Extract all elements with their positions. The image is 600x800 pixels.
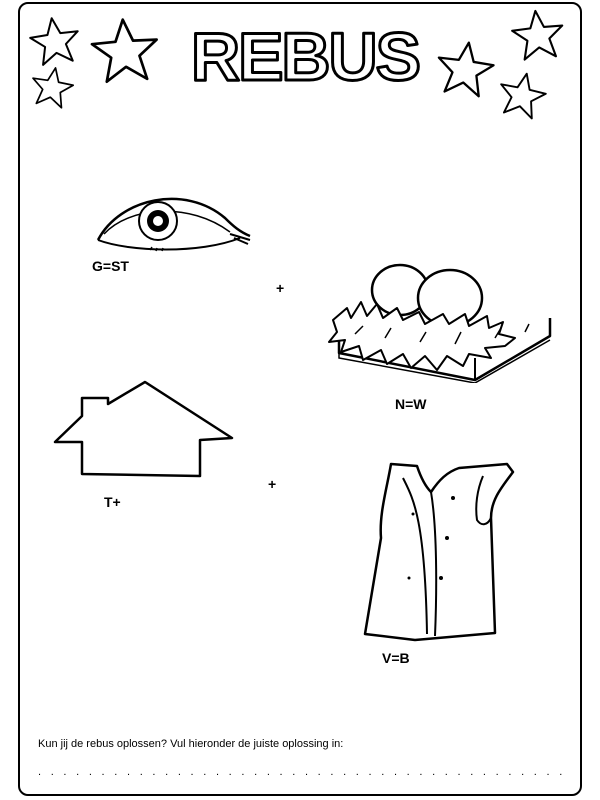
house-icon	[53, 380, 234, 478]
star-icon	[433, 37, 498, 99]
eye-icon	[96, 197, 251, 252]
instruction-text: Kun jij de rebus oplossen? Vul hieronder…	[38, 738, 344, 750]
star-icon	[27, 63, 77, 110]
star-icon	[26, 13, 83, 68]
vest-icon	[363, 462, 515, 642]
plus-sign: +	[276, 280, 285, 296]
title-text: REBUS	[191, 19, 419, 94]
star-icon	[509, 7, 567, 62]
house-label: T+	[104, 494, 121, 510]
answer-line[interactable]: . . . . . . . . . . . . . . . . . . . . …	[38, 766, 566, 778]
page-border	[18, 2, 582, 796]
page-title: REBUS	[189, 18, 422, 95]
nest-label: N=W	[395, 396, 427, 412]
plus-sign: +	[268, 476, 277, 492]
star-icon	[89, 16, 161, 84]
star-icon	[494, 68, 550, 122]
vest-label: V=B	[382, 650, 410, 666]
eye-label: G=ST	[92, 258, 129, 274]
egg-nest-icon	[328, 263, 552, 383]
